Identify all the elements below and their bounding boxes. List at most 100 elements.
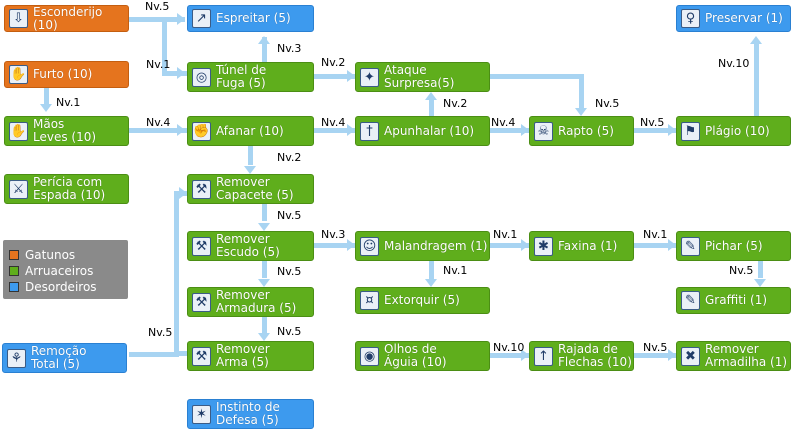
legend-label-arruaceiros: Arruaceiros: [25, 264, 94, 278]
skill-label: Furto (10): [33, 67, 93, 81]
skill-node-remocao-total[interactable]: ⚘Remoção Total (5): [2, 343, 127, 373]
connector-line: [634, 353, 676, 358]
connector-arrowhead: [425, 92, 437, 100]
skill-node-graffiti[interactable]: ✎Graffiti (1): [676, 287, 791, 314]
skill-node-maos-leves[interactable]: ✋Mãos Leves (10): [4, 116, 129, 146]
level-requirement-label: Nv.1: [493, 228, 518, 241]
skill-node-remover-escudo[interactable]: ⚒Remover Escudo (5): [187, 231, 314, 261]
skill-node-instinto-defesa[interactable]: ✶Instinto de Defesa (5): [187, 399, 314, 429]
connector-line: [758, 261, 763, 278]
light-hands-icon: ✋: [9, 121, 28, 141]
skill-node-apunhalar[interactable]: †Apunhalar (10): [355, 116, 490, 146]
connector-line: [314, 243, 355, 248]
strip-helm-icon: ⚒: [192, 179, 211, 199]
connector-arrowhead: [347, 70, 355, 82]
gangster-icon: ☺: [360, 236, 379, 256]
level-requirement-label: Nv.10: [718, 57, 750, 70]
sword-icon: ⚔: [9, 179, 28, 199]
connector-arrowhead: [258, 36, 270, 44]
intimidate-icon: ☠: [534, 121, 553, 141]
mug-icon: ¤: [360, 291, 379, 310]
connector-arrowhead: [668, 124, 676, 136]
connector-line: [634, 128, 676, 133]
graffiti-icon: ✎: [681, 291, 700, 310]
connector-line: [262, 261, 267, 278]
connector-arrowhead: [521, 349, 529, 361]
skill-node-plagio[interactable]: ⚑ Plágio (10): [676, 116, 791, 146]
skill-label: Rajada de Flechas (10): [558, 342, 632, 369]
connector-line: [754, 40, 759, 116]
level-requirement-label: Nv.5: [277, 209, 302, 222]
skill-node-olhos-aguia[interactable]: ◉Olhos de Águia (10): [355, 341, 490, 371]
skill-node-remover-armadilha[interactable]: ✖Remover Armadilha (1): [676, 341, 791, 371]
legend-swatch-arruaceiros: [9, 266, 19, 276]
level-requirement-label: Nv.3: [321, 228, 346, 241]
skill-label: Malandragem (1): [384, 238, 488, 253]
skill-node-pichar[interactable]: ✎Pichar (5): [676, 231, 791, 261]
full-strip-icon: ⚘: [7, 348, 26, 368]
skill-label: Remover Arma (5): [216, 342, 270, 369]
skill-node-afanar[interactable]: ✊Afanar (10): [187, 116, 314, 146]
connector-line: [174, 191, 179, 356]
plagiarism-icon: ⚑: [681, 121, 700, 141]
eagle-eye-icon: ◉: [360, 346, 379, 366]
connector-line: [162, 17, 167, 76]
connector-arrowhead: [177, 124, 185, 136]
legend: Gatunos Arruaceiros Desordeiros: [3, 240, 128, 299]
skill-node-preservar[interactable]: ♀Preservar (1): [676, 5, 791, 32]
level-requirement-label: Nv.5: [277, 325, 302, 338]
skill-node-furto[interactable]: ✋ Furto (10): [4, 61, 129, 88]
level-requirement-label: Nv.5: [729, 264, 754, 277]
connector-arrowhead: [668, 239, 676, 251]
preserve-icon: ♀: [681, 9, 700, 28]
skill-label: Remover Armadura (5): [216, 288, 297, 315]
legend-swatch-gatunos: [9, 250, 19, 260]
skill-node-extorquir[interactable]: ¤ Extorquir (5): [355, 287, 490, 314]
skill-node-esconderijo[interactable]: ⇩Esconderijo (10): [4, 5, 129, 32]
skill-node-remover-capacete[interactable]: ⚒Remover Capacete (5): [187, 174, 314, 204]
skill-node-tunel-fuga[interactable]: ◎Túnel de Fuga (5): [187, 62, 314, 92]
connector-arrowhead: [754, 279, 766, 287]
steal-icon: ✋: [9, 65, 28, 84]
connector-line: [262, 37, 267, 62]
skill-label: Afanar (10): [216, 123, 284, 138]
connector-line: [129, 17, 185, 22]
level-requirement-label: Nv.4: [491, 116, 516, 129]
skill-label: Plágio (10): [705, 123, 770, 138]
strip-weapon-icon: ⚒: [192, 346, 211, 366]
arrow-shower-icon: ↑: [534, 346, 553, 366]
connector-arrowhead: [258, 333, 270, 341]
skill-label: Perícia com Espada (10): [33, 175, 106, 202]
connector-arrowhead: [177, 67, 185, 79]
connector-line: [314, 74, 355, 79]
level-requirement-label: Nv.3: [277, 42, 302, 55]
clean-icon: ✱: [534, 236, 553, 256]
skill-node-espreitar[interactable]: ↗Espreitar (5): [187, 5, 314, 32]
skill-label: Instinto de Defesa (5): [216, 400, 280, 427]
level-requirement-label: Nv.1: [443, 264, 468, 277]
connector-arrowhead: [258, 223, 270, 231]
remove-trap-icon: ✖: [681, 346, 700, 366]
skill-label: Remover Capacete (5): [216, 175, 294, 202]
connector-arrowhead: [425, 279, 437, 287]
skill-node-malandragem[interactable]: ☺ Malandragem (1): [355, 231, 490, 261]
connector-line: [262, 317, 267, 334]
skill-node-pericia-espada[interactable]: ⚔Perícia com Espada (10): [4, 174, 129, 204]
skill-node-remover-armadura[interactable]: ⚒Remover Armadura (5): [187, 287, 314, 317]
skill-node-remover-arma[interactable]: ⚒Remover Arma (5): [187, 341, 314, 371]
connector-arrowhead: [244, 166, 256, 174]
skill-label: Extorquir (5): [384, 293, 460, 307]
connector-arrowhead: [521, 124, 529, 136]
skill-node-ataque-surpresa[interactable]: ✦Ataque Surpresa(5): [355, 62, 490, 92]
skill-node-rapto[interactable]: ☠Rapto (5): [529, 116, 634, 146]
skill-node-rajada-flechas[interactable]: ↑Rajada de Flechas (10): [529, 341, 634, 371]
connector-arrowhead: [177, 13, 185, 25]
skill-node-faxina[interactable]: ✱Faxina (1): [529, 231, 634, 261]
connector-arrowhead: [347, 239, 355, 251]
skill-label: Esconderijo (10): [33, 5, 103, 32]
tunnel-icon: ◎: [192, 67, 211, 87]
level-requirement-label: Nv.10: [493, 341, 525, 354]
connector-arrowhead: [40, 104, 52, 112]
skill-label: Pichar (5): [705, 238, 763, 253]
strip-armor-icon: ⚒: [192, 292, 211, 312]
